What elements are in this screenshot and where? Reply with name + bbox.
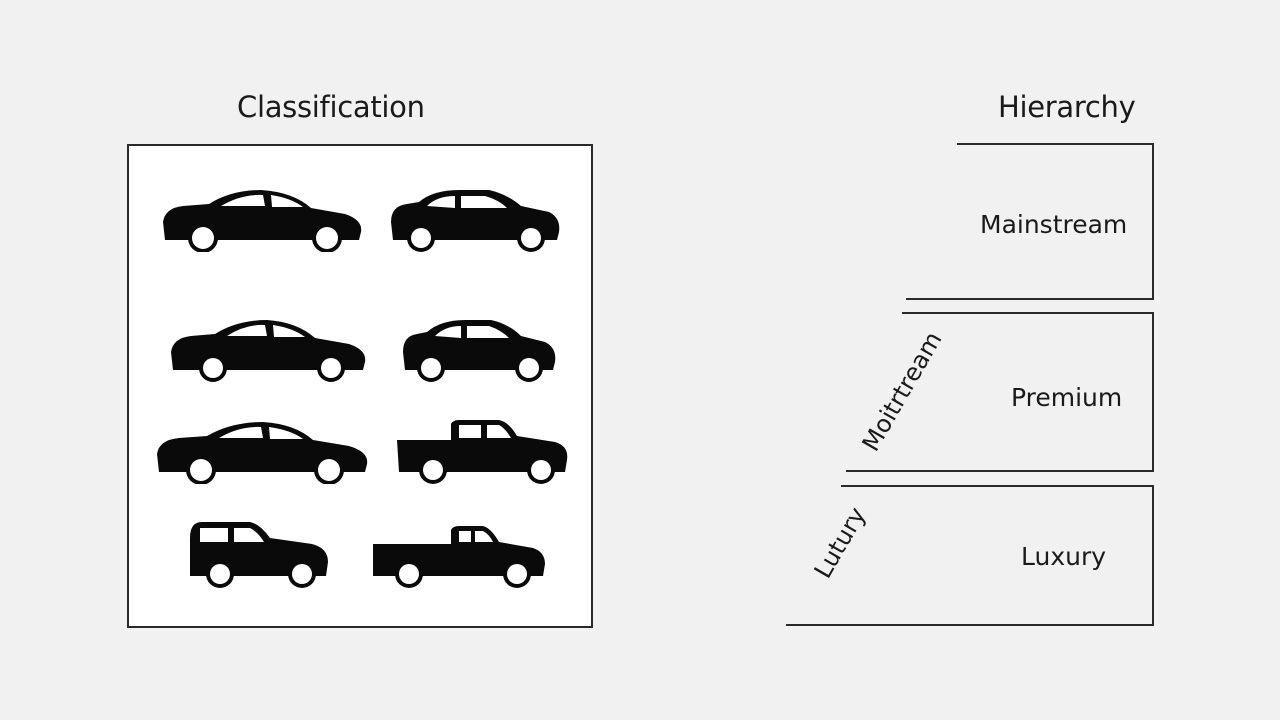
classification-title: Classification: [237, 90, 425, 124]
tier-label-mainstream: Mainstream: [980, 210, 1128, 239]
hatchback-icon: [389, 188, 561, 252]
suv-icon: [188, 518, 330, 588]
pickup-truck-icon: [395, 420, 569, 484]
tier-luxury: Luxury Lutury: [785, 485, 1155, 628]
sedan-icon: [159, 186, 363, 252]
classification-panel: [127, 144, 593, 628]
tier-premium: Premium Moitrtream: [845, 312, 1155, 474]
sedan-icon: [169, 318, 367, 382]
tier-label-luxury: Luxury: [1021, 542, 1107, 571]
tier-mainstream: Mainstream: [905, 143, 1155, 303]
hierarchy-title: Hierarchy: [998, 90, 1136, 124]
tier-label-premium: Premium: [1011, 383, 1123, 412]
hatchback-icon: [401, 318, 557, 382]
sedan-icon: [155, 418, 369, 484]
pickup-truck-icon: [371, 524, 547, 590]
